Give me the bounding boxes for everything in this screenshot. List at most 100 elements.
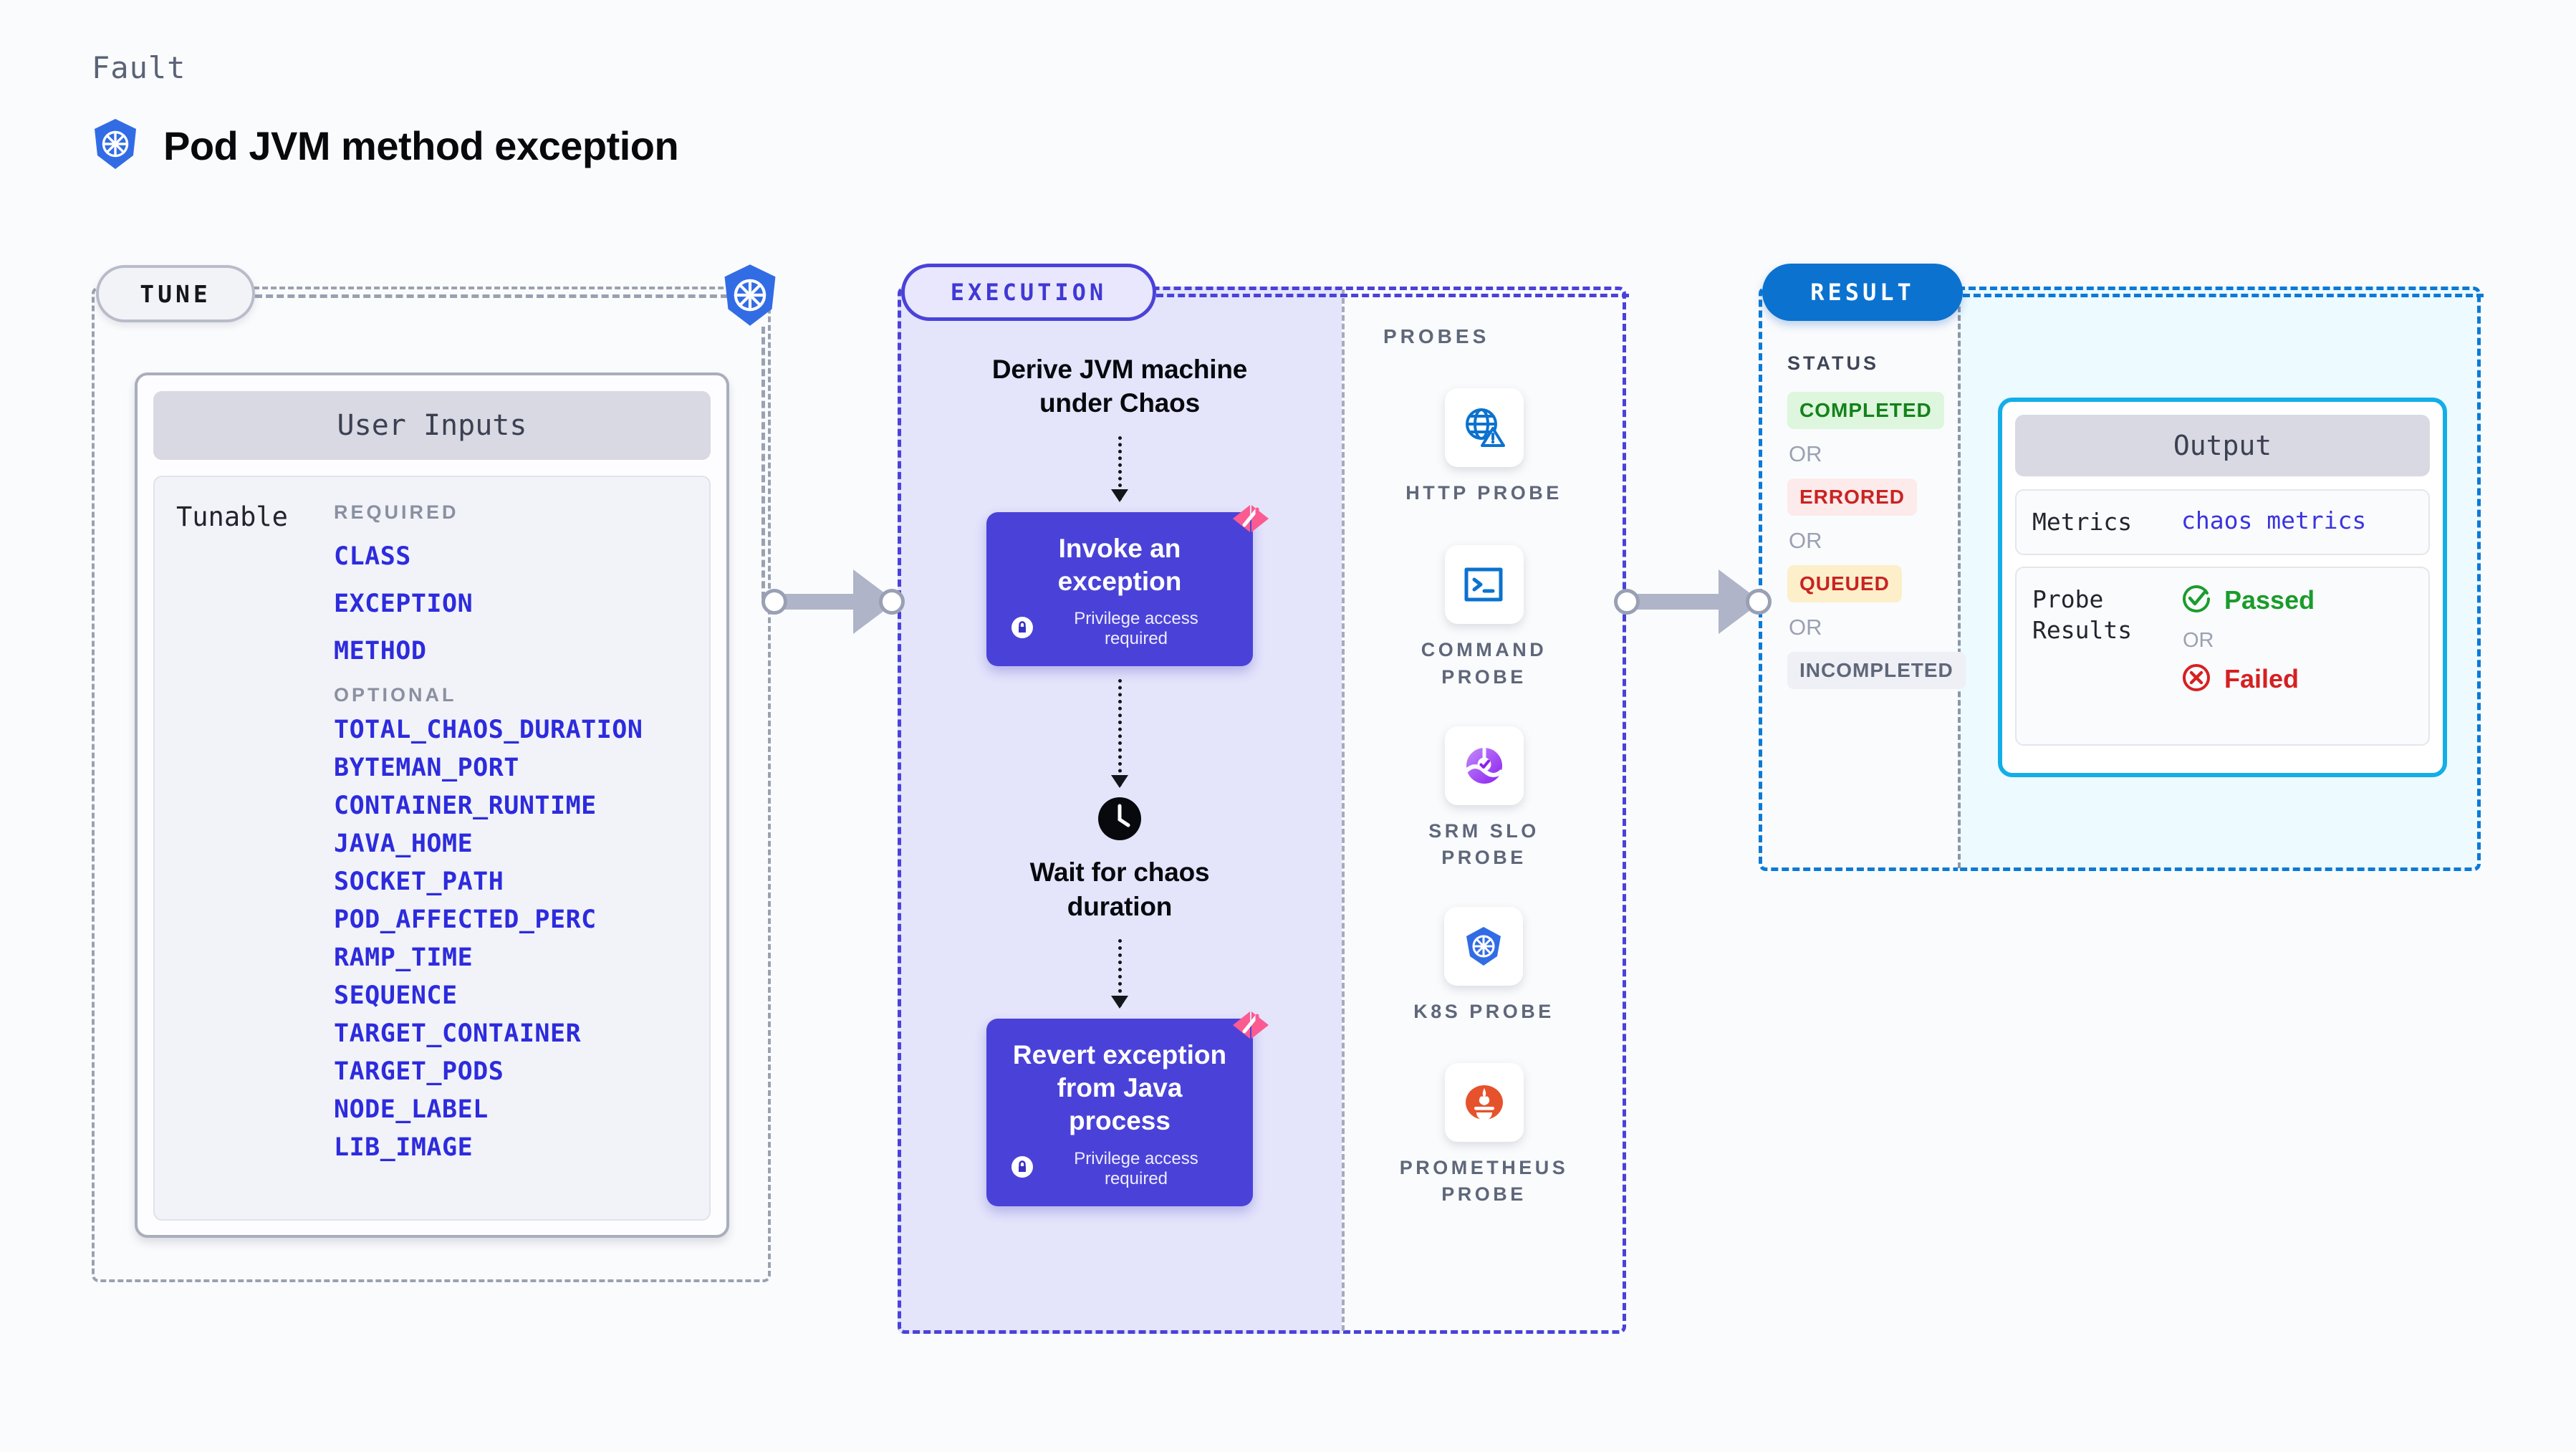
list-item[interactable]: TARGET_PODS [334,1057,504,1086]
metrics-value[interactable]: chaos metrics [2181,506,2367,534]
result-inner-divider [1958,289,1961,868]
list-item[interactable]: BYTEMAN_PORT [334,754,519,782]
result-connector-dashline [1963,294,2484,297]
output-card: Output Metrics chaos metrics Probe Resul… [1998,398,2447,777]
privilege-text: Privilege access required [1074,1148,1198,1188]
probe-label: PROMETHEUS PROBE [1399,1156,1569,1205]
result-stage-label[interactable]: RESULT [1762,264,1963,321]
kubernetes-icon [92,118,139,173]
probe-srm-slo[interactable]: SRM SLO PROBE [1402,726,1567,872]
required-group-caption: REQUIRED [334,501,459,523]
list-item[interactable]: LIB_IMAGE [334,1133,474,1162]
list-item[interactable]: SOCKET_PATH [334,867,504,896]
page-title-row: Pod JVM method exception [92,118,679,173]
srm-slo-icon [1444,726,1524,805]
or-separator: OR [1789,528,1822,553]
list-item[interactable]: POD_AFFECTED_PERC [334,905,597,934]
tunable-values-column: REQUIRED CLASS EXCEPTION METHOD OPTIONAL… [334,501,709,1219]
status-badge: ERRORED [1787,479,1918,516]
lock-icon [1011,1155,1034,1182]
list-item[interactable]: TOTAL_CHAOS_DURATION [334,716,643,744]
connector-start-dot [761,589,787,615]
tune-stage-label[interactable]: TUNE [96,265,255,322]
execution-stage-label[interactable]: EXECUTION [901,264,1156,321]
list-item[interactable]: EXCEPTION [334,590,474,618]
list-item[interactable]: SEQUENCE [334,981,458,1010]
lock-icon [1011,616,1034,643]
list-item[interactable]: CLASS [334,542,411,571]
user-inputs-header: User Inputs [153,391,711,460]
status-caption: STATUS [1787,352,1879,374]
execution-flow: Derive JVM machine under Chaos Invoke an… [898,287,1342,1334]
globe-warning-icon [1444,388,1524,467]
output-header: Output [2015,415,2430,476]
probe-prometheus[interactable]: PROMETHEUS PROBE [1377,1062,1592,1208]
flow-arrow-2 [1111,679,1128,789]
action-title: Revert exception from Java process [1012,1040,1227,1135]
probe-label: HTTP PROBE [1405,482,1562,504]
or-separator: OR [2183,628,2214,652]
passed-line: Passed [2181,584,2315,617]
invoke-exception-action[interactable]: Invoke an exception Privilege access req… [986,504,1269,667]
probe-results-values: Passed OR Failed [2181,584,2315,729]
connector-shaft [1627,594,1727,610]
metrics-row: Metrics chaos metrics [2015,489,2430,555]
derive-jvm-caption: Derive JVM machine under Chaos [991,355,1248,418]
privilege-row: Privilege access required [1011,609,1229,649]
litmus-chaos-icon [1229,1003,1273,1047]
probe-results-key: Probe Results [2032,585,2133,645]
optional-group-caption: OPTIONAL [334,684,457,706]
prometheus-icon [1444,1062,1524,1142]
connector-tune-to-execution [761,569,905,634]
list-item[interactable]: TARGET_CONTAINER [334,1019,582,1048]
list-item[interactable]: NODE_LABEL [334,1095,489,1124]
passed-label: Passed [2224,585,2315,615]
execution-stage-box [898,287,1626,1334]
metrics-key: Metrics [2032,508,2133,536]
clock-icon [1097,797,1142,841]
kubernetes-icon [719,264,782,327]
action-title: Invoke an exception [1057,533,1182,596]
probe-k8s[interactable]: K8S PROBE [1413,907,1554,1025]
probe-command[interactable]: COMMAND PROBE [1398,545,1570,691]
optional-tunable-list: TOTAL_CHAOS_DURATION BYTEMAN_PORT CONTAI… [334,716,709,1162]
connector-end-dot [1746,589,1772,615]
connector-shaft [774,594,862,610]
terminal-icon [1444,545,1524,625]
privilege-row: Privilege access required [1011,1149,1229,1189]
list-item[interactable]: METHOD [334,637,427,665]
status-badge: QUEUED [1787,565,1902,602]
check-circle-icon [2181,584,2211,617]
user-inputs-card: User Inputs Tunable REQUIRED CLASS EXCEP… [135,372,729,1238]
x-circle-icon [2181,663,2211,696]
status-badge: COMPLETED [1787,392,1944,429]
failed-label: Failed [2224,664,2299,694]
probe-label: SRM SLO PROBE [1428,819,1539,868]
kubernetes-icon [1444,907,1524,986]
tunable-table: Tunable REQUIRED CLASS EXCEPTION METHOD … [153,476,711,1221]
status-list: STATUS COMPLETED OR ERRORED OR QUEUED OR… [1759,287,1966,689]
list-item[interactable]: RAMP_TIME [334,943,474,972]
flow-arrow-1 [1111,436,1128,502]
litmus-chaos-icon [1229,496,1273,541]
status-badge-wrap: COMPLETED [1787,392,1958,429]
revert-exception-action[interactable]: Revert exception from Java process Privi… [986,1011,1269,1206]
required-tunable-list: CLASS EXCEPTION METHOD [334,542,709,665]
probes-column: PROBES HTTP PROBE [1342,289,1626,1331]
or-separator: OR [1789,615,1822,640]
tune-node-stem [761,327,765,599]
tunable-row-label: Tunable [176,501,288,532]
privilege-text: Privilege access required [1074,609,1198,649]
connector-execution-to-result [1614,569,1772,634]
execution-probes-divider [1342,289,1345,1331]
probes-caption: PROBES [1383,325,1490,347]
list-item[interactable]: JAVA_HOME [334,830,474,858]
connector-end-dot [879,589,905,615]
probe-label: COMMAND PROBE [1421,639,1547,688]
list-item[interactable]: CONTAINER_RUNTIME [334,792,597,820]
probe-http[interactable]: HTTP PROBE [1405,388,1562,506]
page-title: Pod JVM method exception [163,123,679,168]
flow-arrow-3 [1111,939,1128,1009]
probe-label: K8S PROBE [1413,1001,1554,1023]
